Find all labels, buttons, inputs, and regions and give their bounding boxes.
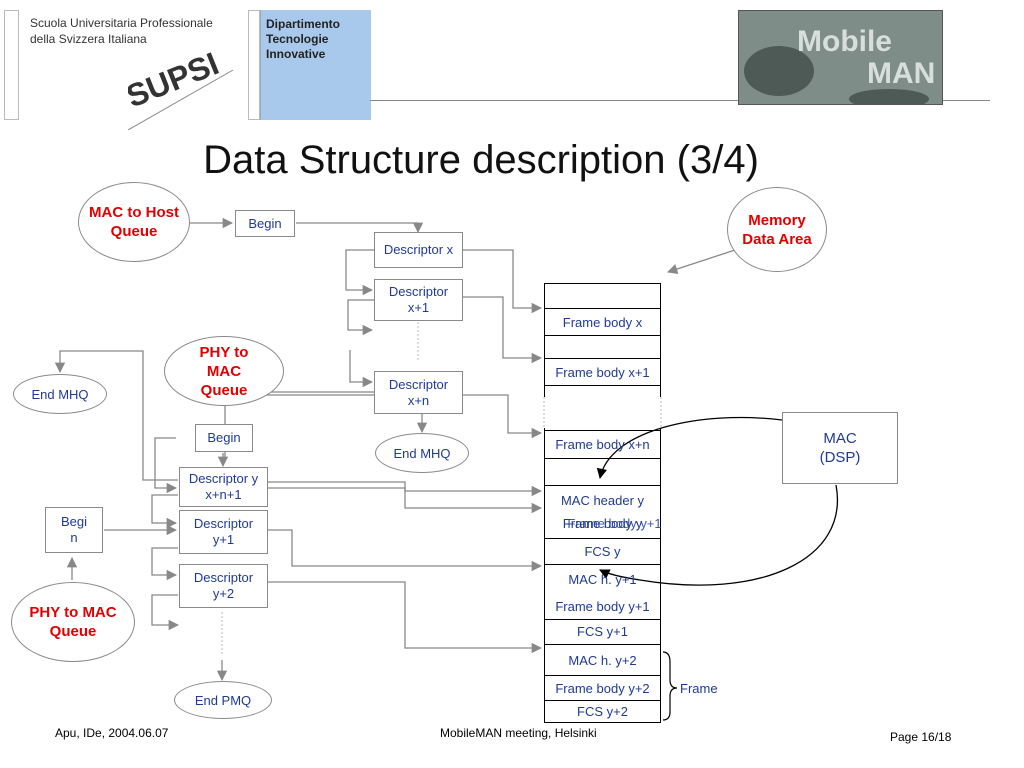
footer-author-date: Apu, IDe, 2004.06.07	[55, 726, 169, 740]
phy-to-mac-queue-left-oval: PHY to MAC Queue	[11, 582, 135, 662]
memory-cell-frame-body-x: Frame body x	[562, 314, 643, 330]
mac-dsp-box: MAC (DSP)	[782, 412, 898, 484]
slide-title: Data Structure description (3/4)	[203, 138, 759, 182]
header-left-bar	[4, 10, 19, 120]
header-divider-a	[248, 10, 260, 120]
memory-cell-mac-h-y1: MAC h. y+1	[568, 571, 637, 587]
memory-cell-frame-body-xn: Frame body x+n	[555, 437, 650, 452]
end-pmq-oval: End PMQ	[174, 681, 272, 719]
memory-divider	[544, 308, 661, 309]
frame-brace	[662, 651, 678, 721]
footer-page-number: Page 16/18	[890, 730, 952, 744]
supsi-logo: SUPSI	[121, 45, 238, 131]
memory-divider	[544, 458, 661, 459]
memory-divider	[544, 722, 661, 723]
descriptor-y-box: Descriptor y x+n+1	[179, 467, 268, 507]
department-line2: Tecnologie	[266, 32, 329, 46]
memory-cell-frame-body-y-overlap: Frame body y	[562, 516, 643, 531]
end-mhq-mid-oval: End MHQ	[375, 433, 469, 473]
descriptor-x-box: Descriptor x	[374, 232, 463, 268]
begin-mid-box: Begin	[195, 424, 253, 452]
header-rule	[370, 100, 990, 101]
begin-top-box: Begin	[235, 210, 295, 237]
descriptor-y-sublabel: x+n+1	[205, 487, 242, 502]
department-line3: Innovative	[266, 47, 326, 61]
descriptor-y2-box: Descriptor y+2	[179, 564, 268, 608]
descriptor-x1-box: Descriptor x+1	[374, 279, 463, 321]
memory-divider	[544, 485, 661, 486]
descriptor-y-label: Descriptor y	[188, 471, 259, 486]
descriptor-y1-box: Descriptor y+1	[179, 510, 268, 554]
memory-data-area-oval: Memory Data Area	[727, 187, 827, 272]
frame-label: Frame	[680, 681, 718, 696]
memory-cell-frame-body-y1-overlap: Frame body y+1	[567, 516, 662, 531]
memory-cell-frame-body-x1: Frame body x+1	[555, 364, 650, 380]
memory-divider	[544, 385, 661, 386]
memory-divider	[544, 700, 661, 701]
descriptor-xn-box: Descriptor x+n	[374, 371, 463, 414]
mobileman-logo: Mobile MAN	[738, 10, 943, 105]
memory-divider	[544, 358, 661, 359]
memory-column-top	[544, 283, 661, 397]
memory-divider	[544, 675, 661, 676]
memory-cell-mac-h-y2: MAC h. y+2	[568, 653, 637, 668]
memory-cell-frame-body-y2: Frame body y+2	[555, 680, 650, 696]
memory-column-bottom	[544, 428, 661, 723]
mobileman-logo-mobile: Mobile	[797, 25, 892, 58]
department-line1: Dipartimento	[266, 17, 341, 31]
phy-to-mac-queue-mid-oval: PHY to MAC Queue	[164, 336, 284, 406]
memory-divider	[544, 283, 661, 284]
memory-divider	[544, 538, 661, 539]
begin-left-box: Begi n	[45, 507, 103, 553]
memory-divider	[544, 430, 661, 431]
memory-cell-frame-body-y1: Frame body y+1	[555, 598, 650, 614]
memory-cell-fcs-y1: FCS y+1	[577, 624, 628, 639]
end-mhq-left-oval: End MHQ	[13, 374, 107, 414]
school-name-line2: della Svizzera Italiana	[30, 32, 147, 46]
mac-to-host-queue-oval: MAC to Host Queue	[78, 182, 190, 262]
memory-divider	[544, 619, 661, 620]
department-box	[260, 10, 371, 120]
school-name-line1: Scuola Universitaria Professionale	[30, 16, 213, 30]
memory-divider	[544, 335, 661, 336]
memory-cell-mac-header-y: MAC header y	[560, 492, 645, 508]
memory-divider	[544, 644, 661, 645]
mobileman-logo-man: MAN	[867, 57, 935, 90]
memory-cell-fcs-y: FCS y	[584, 544, 621, 559]
memory-cell-fcs-y2: FCS y+2	[577, 704, 628, 719]
footer-meeting: MobileMAN meeting, Helsinki	[440, 726, 597, 740]
memory-divider	[544, 564, 661, 565]
